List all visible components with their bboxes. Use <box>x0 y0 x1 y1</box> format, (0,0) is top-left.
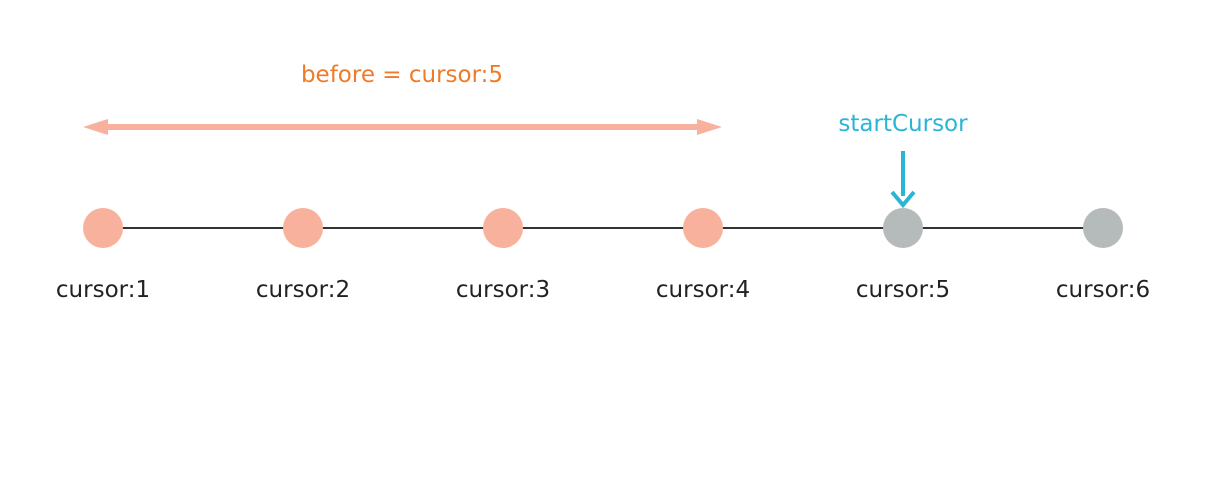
cursor-node-2 <box>283 208 323 248</box>
range-arrow-head-right <box>697 119 722 135</box>
cursor-label-1: cursor:1 <box>56 277 150 303</box>
pointer-label: startCursor <box>838 111 968 137</box>
range-arrow-head-left <box>83 119 108 135</box>
pointer-arrow <box>890 151 916 209</box>
cursor-label-6: cursor:6 <box>1056 277 1150 303</box>
cursor-label-5: cursor:5 <box>856 277 950 303</box>
cursor-node-4 <box>683 208 723 248</box>
cursor-node-5 <box>883 208 923 248</box>
cursor-node-6 <box>1083 208 1123 248</box>
pointer-arrow-head <box>890 190 916 209</box>
cursor-label-3: cursor:3 <box>456 277 550 303</box>
cursor-labels: cursor:1 cursor:2 cursor:3 cursor:4 cursor:5… <box>56 277 1150 303</box>
cursor-node-1 <box>83 208 123 248</box>
cursor-label-4: cursor:4 <box>656 277 750 303</box>
range-arrow <box>83 119 722 135</box>
cursor-nodes <box>83 208 1123 248</box>
cursor-label-2: cursor:2 <box>256 277 350 303</box>
range-label: before = cursor:5 <box>301 62 503 88</box>
cursor-node-3 <box>483 208 523 248</box>
